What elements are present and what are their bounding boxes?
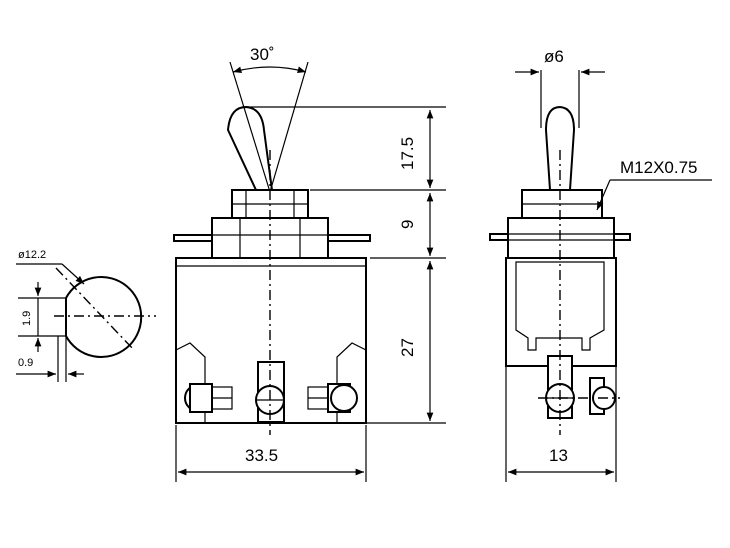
lever-height-label: 17.5 bbox=[398, 137, 417, 170]
side-view: ø6 M12X0.75 13 bbox=[489, 47, 712, 482]
thread-label: M12X0.75 bbox=[620, 158, 698, 177]
side-body bbox=[505, 257, 617, 367]
cutout-flat-width-label: 0.9 bbox=[18, 357, 33, 369]
cutout-diameter-label: ø12.2 bbox=[18, 249, 46, 261]
side-lever bbox=[544, 105, 576, 191]
side-lower-nut bbox=[507, 217, 615, 259]
nut-height-label: 9 bbox=[398, 220, 417, 229]
lever-diameter-label: ø6 bbox=[544, 47, 564, 66]
cutout-outline bbox=[65, 276, 143, 358]
panel-cutout: ø12.2 1.9 0.9 bbox=[16, 249, 156, 382]
side-terminal-right bbox=[589, 377, 616, 415]
body-depth-label: 13 bbox=[549, 446, 568, 465]
front-view: 30˚ bbox=[173, 45, 371, 435]
cutout-flat-height-label: 1.9 bbox=[21, 311, 33, 326]
front-terminal-right bbox=[307, 383, 358, 413]
front-terminal-left bbox=[184, 383, 233, 413]
front-height-dimensions: 17.5 9 27 bbox=[242, 106, 446, 424]
angle-label: 30˚ bbox=[250, 45, 275, 64]
body-width-label: 33.5 bbox=[245, 446, 278, 465]
front-width-dimension: 33.5 bbox=[175, 425, 367, 482]
body-height-label: 27 bbox=[398, 338, 417, 357]
